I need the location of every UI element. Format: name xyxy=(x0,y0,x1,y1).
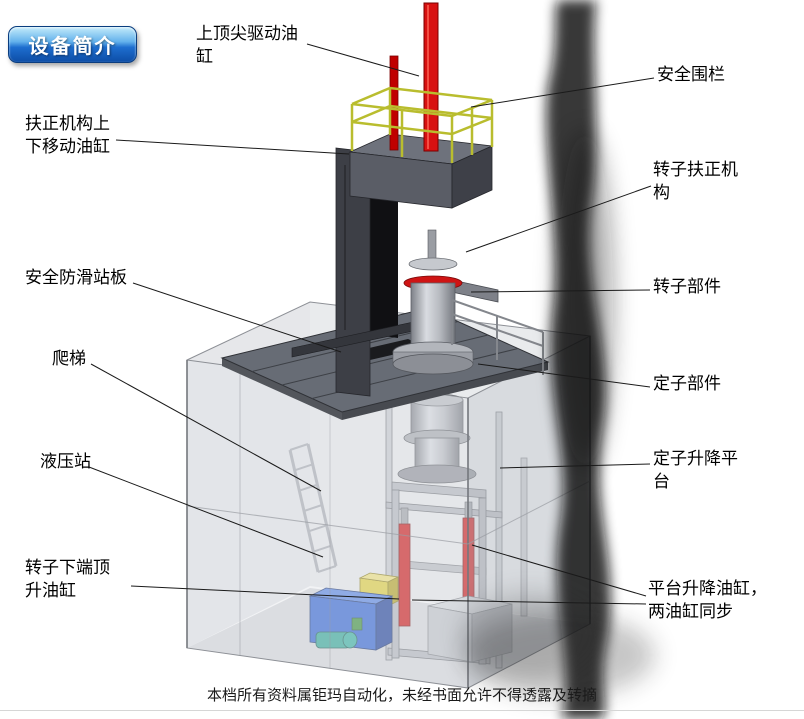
stator-assembly xyxy=(397,393,477,484)
ladder-graphic xyxy=(288,443,338,573)
safety-railing xyxy=(350,86,494,163)
leader-line xyxy=(132,282,342,353)
label-centering-mechanism-cylinder: 扶正机构上 下移动油缸 xyxy=(25,114,110,157)
rotor-assembly xyxy=(392,229,499,375)
leader-line xyxy=(470,289,651,293)
title-badge: 设备简介 xyxy=(8,26,137,63)
label-rotor-component: 转子部件 xyxy=(653,277,721,296)
label-platform-lift-cylinders: 平台升降油缸， 两油缸同步 xyxy=(648,579,767,622)
label-rotor-centering-mechanism: 转子扶正机 构 xyxy=(653,160,738,203)
label-rotor-bottom-jack-cylinder: 转子下端顶 升油缸 xyxy=(25,558,110,601)
leader-line xyxy=(477,363,651,388)
label-top-center-drive-cylinder: 上顶尖驱动油 缸 xyxy=(196,24,298,67)
left-lift-cylinder xyxy=(398,523,411,627)
platform-side-fence xyxy=(451,299,544,375)
confidentiality-footer: 本档所有资料属钜玛自动化，未经书面允许不得透露及转摘 xyxy=(206,688,597,704)
leader-line xyxy=(470,77,655,108)
label-ladder: 爬梯 xyxy=(52,349,86,368)
leader-line xyxy=(465,185,652,253)
leader-line xyxy=(88,466,324,558)
title-badge-label: 设备简介 xyxy=(28,36,117,58)
label-hydraulic-station: 液压站 xyxy=(40,452,91,471)
leader-line xyxy=(471,544,647,597)
head-box xyxy=(348,133,494,209)
leader-line xyxy=(411,599,647,605)
leader-line xyxy=(115,139,350,155)
leader-line xyxy=(90,363,322,492)
label-stator-lift-platform: 定子升降平 台 xyxy=(653,449,738,492)
label-stator-component: 定子部件 xyxy=(653,374,721,393)
label-anti-slip-standing-board: 安全防滑站板 xyxy=(25,268,127,287)
ink-smudge xyxy=(460,0,655,719)
leader-line xyxy=(306,43,420,77)
leader-lines xyxy=(88,43,655,605)
bottom-divider xyxy=(0,710,804,711)
leader-line xyxy=(499,463,651,469)
main-column xyxy=(291,147,433,397)
label-safety-fence: 安全围栏 xyxy=(657,65,725,84)
leader-line xyxy=(130,585,400,600)
top-drive-cylinder xyxy=(423,2,439,152)
